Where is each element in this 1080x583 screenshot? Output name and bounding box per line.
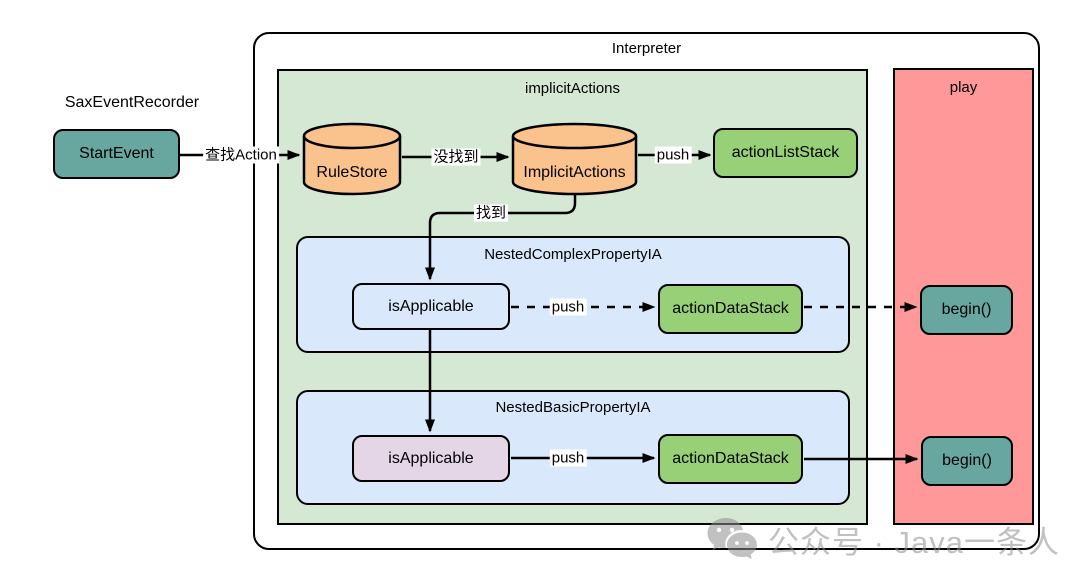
interpreter-title: Interpreter <box>611 40 682 57</box>
watermark: 公众号 · Java一条人 <box>706 516 1060 562</box>
nested-complex-property-ia-title: NestedComplexPropertyIA <box>484 246 662 263</box>
node-is-applicable-basic: isApplicable <box>352 435 510 482</box>
node-begin-basic: begin() <box>921 436 1013 486</box>
node-implicit-actions-store-label: ImplicitActions <box>523 163 626 181</box>
node-begin-complex: begin() <box>920 285 1013 335</box>
node-action-list-stack: actionListStack <box>713 128 858 178</box>
node-rule-store-label: RuleStore <box>316 163 388 181</box>
node-is-applicable-complex: isApplicable <box>352 283 510 330</box>
watermark-text: 公众号 · Java一条人 <box>768 524 1061 560</box>
wechat-icon <box>707 518 757 560</box>
cylinder-shape-icon <box>302 122 402 196</box>
node-rule-store: RuleStore <box>302 122 402 196</box>
edge-label-push-complex: push <box>549 298 587 316</box>
node-action-data-stack-basic: actionDataStack <box>658 434 803 484</box>
sax-event-recorder-label: SaxEventRecorder <box>64 94 200 111</box>
edge-label-push-list: push <box>654 146 692 164</box>
play-title: play <box>949 79 978 96</box>
edge-label-found: 找到 <box>473 204 509 222</box>
node-implicit-actions-store: ImplicitActions <box>511 122 638 196</box>
edge-label-find-action: 查找Action <box>203 146 279 164</box>
node-start-event: StartEvent <box>53 129 180 179</box>
node-action-data-stack-complex: actionDataStack <box>658 284 803 334</box>
implicit-actions-title: implicitActions <box>524 80 621 97</box>
edge-label-not-found: 没找到 <box>431 148 481 166</box>
nested-basic-property-ia-title: NestedBasicPropertyIA <box>495 399 651 416</box>
edge-label-push-basic: push <box>549 449 587 467</box>
